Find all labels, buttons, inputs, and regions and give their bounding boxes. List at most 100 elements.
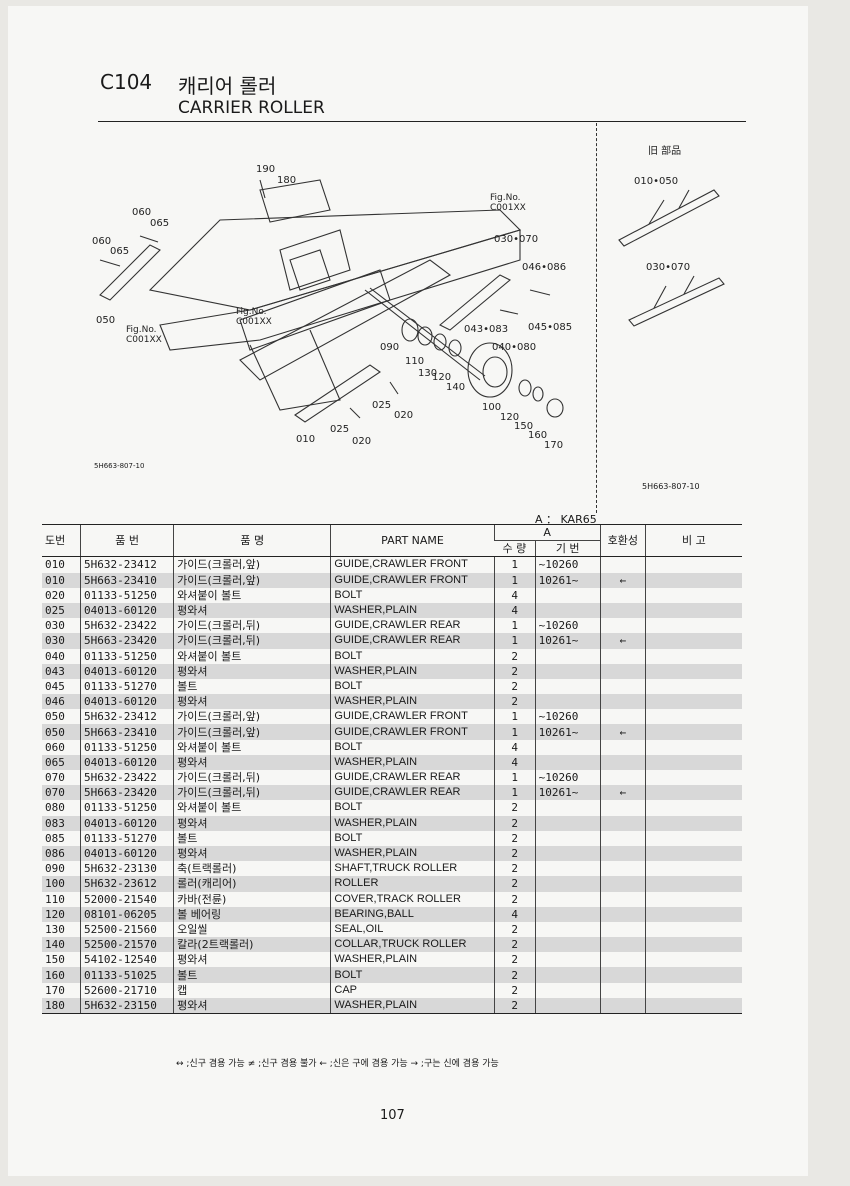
cell-remarks bbox=[644, 678, 742, 695]
cell-compat bbox=[599, 663, 646, 679]
cell-compat bbox=[599, 754, 646, 770]
col-header-qty: 수 량 bbox=[494, 540, 536, 558]
callout-label: 043•083 bbox=[464, 324, 508, 335]
cell-remarks bbox=[644, 891, 742, 907]
cell-serial: 10261~ bbox=[534, 572, 601, 588]
cell-qty: 2 bbox=[493, 678, 536, 695]
cell-part-no: 01133-51270 bbox=[80, 830, 174, 846]
cell-qty: 2 bbox=[493, 800, 536, 816]
diagram-separator bbox=[596, 123, 597, 513]
cell-qty: 2 bbox=[493, 982, 536, 998]
cell-qty: 4 bbox=[493, 739, 536, 755]
cell-part-no: 04013-60120 bbox=[80, 694, 174, 710]
cell-compat bbox=[599, 709, 646, 725]
callout-label: 150 bbox=[514, 421, 533, 432]
cell-no: 140 bbox=[42, 937, 81, 953]
cell-name-en: BOLT bbox=[330, 739, 495, 755]
cell-serial bbox=[534, 678, 601, 695]
cell-serial: 10261~ bbox=[534, 633, 601, 649]
cell-serial: ~10260 bbox=[534, 556, 601, 573]
cell-name-en: COVER,TRACK ROLLER bbox=[330, 891, 495, 907]
cell-compat bbox=[599, 876, 646, 892]
cell-part-no: 5H632-23130 bbox=[80, 861, 174, 877]
cell-part-no: 52500-21570 bbox=[80, 937, 174, 953]
callout-label: Fig.No. bbox=[126, 325, 157, 335]
cell-name-en: COLLAR,TRUCK ROLLER bbox=[330, 937, 495, 953]
cell-part-no: 5H663-23420 bbox=[80, 785, 174, 801]
callout-label: 180 bbox=[277, 175, 296, 186]
cell-name-ko: 평와셔 bbox=[173, 754, 331, 770]
cell-qty: 2 bbox=[493, 967, 536, 983]
cell-serial: 10261~ bbox=[534, 785, 601, 801]
old-parts-label: 旧 部品 bbox=[648, 144, 681, 157]
callout-label: 020 bbox=[352, 436, 371, 447]
cell-compat: ← bbox=[599, 633, 646, 649]
cell-no: 150 bbox=[45, 953, 65, 967]
cell-no: 010 bbox=[45, 558, 65, 572]
cell-part-no: 04013-60120 bbox=[80, 602, 174, 619]
callout-label: 060 bbox=[132, 207, 151, 218]
cell-qty: 1 bbox=[493, 770, 536, 786]
cell-compat bbox=[599, 739, 646, 755]
cell-name-en: BOLT bbox=[330, 830, 495, 846]
cell-remarks bbox=[644, 694, 742, 710]
cell-no: 043 bbox=[42, 663, 81, 679]
cell-remarks bbox=[644, 770, 742, 786]
cell-name-ko: 와셔붙이 볼트 bbox=[173, 800, 331, 816]
cell-compat bbox=[599, 861, 646, 877]
page-title-english: CARRIER ROLLER bbox=[178, 98, 325, 118]
cell-name-en: GUIDE,CRAWLER REAR bbox=[330, 785, 495, 801]
old-parts-diagram: 旧 部品 010•050 030•070 bbox=[618, 144, 725, 327]
cell-name-ko: 볼 베어링 bbox=[173, 906, 331, 922]
callout-label: 030•070 bbox=[494, 234, 538, 245]
cell-compat: ← bbox=[599, 785, 646, 801]
cell-compat bbox=[599, 770, 646, 786]
cell-name-ko: 가이드(크롤러,앞) bbox=[173, 709, 331, 725]
callout-label: 120 bbox=[500, 412, 519, 423]
col-header-group: A bbox=[493, 523, 601, 542]
cell-serial bbox=[534, 830, 601, 846]
cell-qty: 4 bbox=[493, 754, 536, 770]
callout-label: C001XX bbox=[236, 317, 272, 327]
cell-compat bbox=[599, 997, 646, 1014]
cell-part-no: 04013-60120 bbox=[80, 663, 174, 679]
cell-part-no: 5H632-23412 bbox=[80, 709, 174, 725]
cell-part-no: 08101-06205 bbox=[80, 906, 174, 922]
cell-name-en: GUIDE,CRAWLER FRONT bbox=[330, 724, 495, 740]
cell-name-ko: 가이드(크롤러,뒤) bbox=[173, 618, 331, 634]
col-header-remarks: 비 고 bbox=[644, 523, 742, 558]
cell-name-en: WASHER,PLAIN bbox=[330, 997, 495, 1014]
cell-name-ko: 가이드(크롤러,뒤) bbox=[173, 770, 331, 786]
cell-part-no: 52500-21560 bbox=[80, 921, 174, 938]
col-header-name-en: PART NAME bbox=[330, 523, 495, 558]
cell-no: 030 bbox=[45, 619, 65, 633]
cell-qty: 1 bbox=[493, 633, 536, 649]
cell-compat bbox=[599, 556, 646, 573]
cell-serial bbox=[534, 648, 601, 664]
frame-drawing bbox=[99, 179, 564, 423]
cell-name-en: GUIDE,CRAWLER REAR bbox=[330, 618, 495, 634]
cell-name-ko: 평와셔 bbox=[173, 815, 331, 831]
cell-no: 046 bbox=[42, 694, 81, 710]
cell-remarks bbox=[644, 876, 742, 892]
cell-part-no: 01133-51250 bbox=[80, 648, 174, 664]
callout-label: 140 bbox=[446, 382, 465, 393]
cell-serial bbox=[534, 906, 601, 922]
cell-serial bbox=[534, 861, 601, 877]
cell-name-ko: 평와셔 bbox=[173, 997, 331, 1014]
cell-name-en: WASHER,PLAIN bbox=[330, 952, 495, 968]
cell-no: 083 bbox=[42, 815, 81, 831]
cell-name-en: WASHER,PLAIN bbox=[330, 754, 495, 770]
cell-no: 030 bbox=[42, 633, 81, 649]
callout-label: 040•080 bbox=[492, 342, 536, 353]
cell-name-ko: 와셔붙이 볼트 bbox=[173, 648, 331, 664]
cell-no: 050 bbox=[42, 724, 81, 740]
